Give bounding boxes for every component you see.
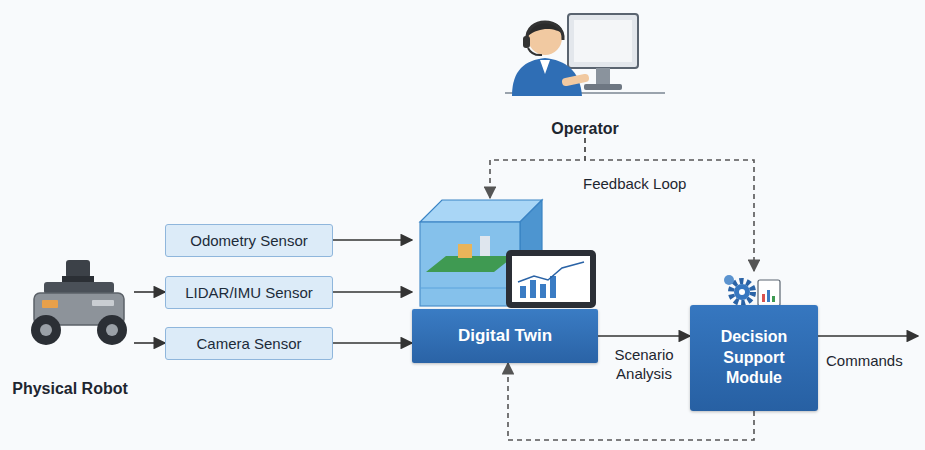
feedback-connector — [585, 138, 754, 271]
node-text: Operator — [551, 120, 619, 138]
operator-icon — [505, 14, 665, 96]
digital-twin: Digital Twin — [412, 196, 598, 363]
flow-arrow — [134, 342, 165, 344]
robot-figure: Physical Robot — [6, 252, 134, 398]
node-text: LIDAR/IMU Sensor — [185, 284, 313, 301]
flow-arrow — [598, 335, 690, 337]
gear-icon — [724, 275, 780, 306]
node-text: Physical Robot — [12, 380, 128, 398]
robot-icon — [31, 260, 127, 345]
node-text: Digital Twin — [412, 309, 598, 363]
flow-arrow — [134, 291, 165, 293]
decision-box: Decision Support Module — [690, 305, 818, 411]
commands-label: Commands — [826, 352, 903, 369]
sensor-box: LIDAR/IMU Sensor — [165, 276, 333, 309]
node-text: Decision Support Module — [696, 327, 812, 389]
flow-arrow — [333, 342, 412, 344]
edge-label: Scenario Analysis — [600, 346, 688, 384]
node-text: Camera Sensor — [196, 335, 301, 352]
node-text: Odometry Sensor — [190, 232, 308, 249]
sensor-box: Odometry Sensor — [165, 224, 333, 257]
operator-figure: Operator — [500, 4, 670, 138]
loop-label: Feedback Loop — [583, 175, 686, 192]
feedback-connector — [490, 138, 585, 198]
digital-twin-cube — [420, 200, 596, 308]
flow-arrow — [333, 291, 412, 293]
flow-arrow — [333, 239, 412, 241]
commands-arrow — [818, 335, 918, 337]
sensor-box: Camera Sensor — [165, 327, 333, 360]
